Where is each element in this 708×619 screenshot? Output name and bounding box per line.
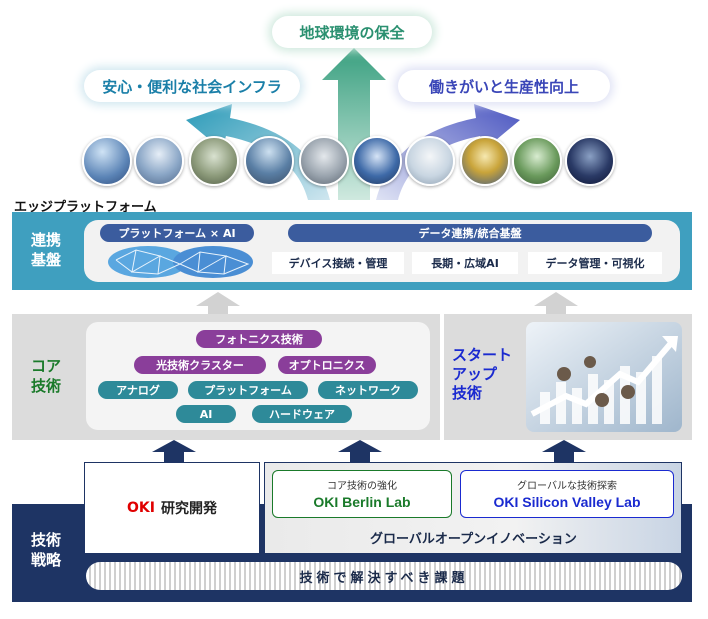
goal-center: 地球環境の保全	[272, 16, 432, 48]
up-arrow-right	[534, 292, 578, 316]
data-management-box: データ管理・可視化	[528, 252, 662, 274]
edge-platform-title: エッジプラットフォーム	[14, 200, 157, 215]
core-tech-optical-cluster: 光技術クラスター	[134, 356, 266, 374]
core-tech-analog: アナログ	[98, 381, 178, 399]
edge-label: 連携 基盤	[30, 231, 61, 269]
goal-right: 働きがいと生産性向上	[398, 70, 610, 102]
sv-sub: グローバルな技術探索	[517, 481, 617, 492]
core-label: コア 技術	[30, 357, 61, 395]
device-management-box: デバイス接続・管理	[272, 252, 404, 274]
data-integration-tag: データ連携/統合基盤	[288, 224, 652, 242]
photo-circle	[512, 136, 562, 186]
strategy-label: 技術 戦略	[30, 531, 61, 569]
startup-growth-image	[526, 322, 682, 432]
photo-circle	[565, 136, 615, 186]
right-arrow	[376, 104, 520, 200]
core-tech-ai: AI	[176, 405, 236, 423]
longrange-ai-box: 長期・広域AI	[412, 252, 518, 274]
core-tech-photonics: フォトニクス技術	[196, 330, 322, 348]
photo-circle	[189, 136, 239, 186]
photo-circle	[405, 136, 455, 186]
silicon-valley-lab-box: グローバルな技術探索 OKI Silicon Valley Lab	[460, 470, 674, 518]
goal-left: 安心・便利な社会インフラ	[84, 70, 300, 102]
left-arrow	[186, 104, 330, 200]
oki-rd-box: OKI 研究開発	[84, 462, 260, 554]
berlin-lab-box: コア技術の強化 OKI Berlin Lab	[272, 470, 452, 518]
core-tech-hardware: ハードウェア	[252, 405, 352, 423]
core-tech-optronics: オプトロニクス	[278, 356, 376, 374]
photo-circle	[299, 136, 349, 186]
navy-arrow-right	[542, 440, 586, 462]
berlin-sub: コア技術の強化	[327, 481, 397, 492]
berlin-lab-name: OKI Berlin Lab	[313, 494, 411, 510]
startup-label: スタート アップ 技術	[452, 346, 513, 402]
photo-circle	[82, 136, 132, 186]
open-innovation-label: グローバルオープンイノベーション	[370, 532, 577, 547]
sv-lab-name: OKI Silicon Valley Lab	[493, 494, 641, 510]
navy-arrow-left	[152, 440, 196, 462]
photo-circle	[352, 136, 402, 186]
photo-circle	[134, 136, 184, 186]
issues-text: 技術で解決すべき課題	[299, 570, 469, 586]
photo-circle	[460, 136, 510, 186]
up-arrow-left	[196, 292, 240, 316]
network-cluster-graphic	[108, 246, 253, 278]
navy-arrow-mid	[338, 440, 382, 462]
oki-logo-text: OKI	[127, 500, 155, 516]
issues-bar: 技術で解決すべき課題	[86, 562, 682, 590]
platform-ai-tag: プラットフォーム × AI	[100, 224, 254, 242]
core-tech-platform: プラットフォーム	[188, 381, 308, 399]
core-tech-network: ネットワーク	[318, 381, 418, 399]
photo-circle	[244, 136, 294, 186]
rd-text: 研究開発	[160, 501, 217, 517]
